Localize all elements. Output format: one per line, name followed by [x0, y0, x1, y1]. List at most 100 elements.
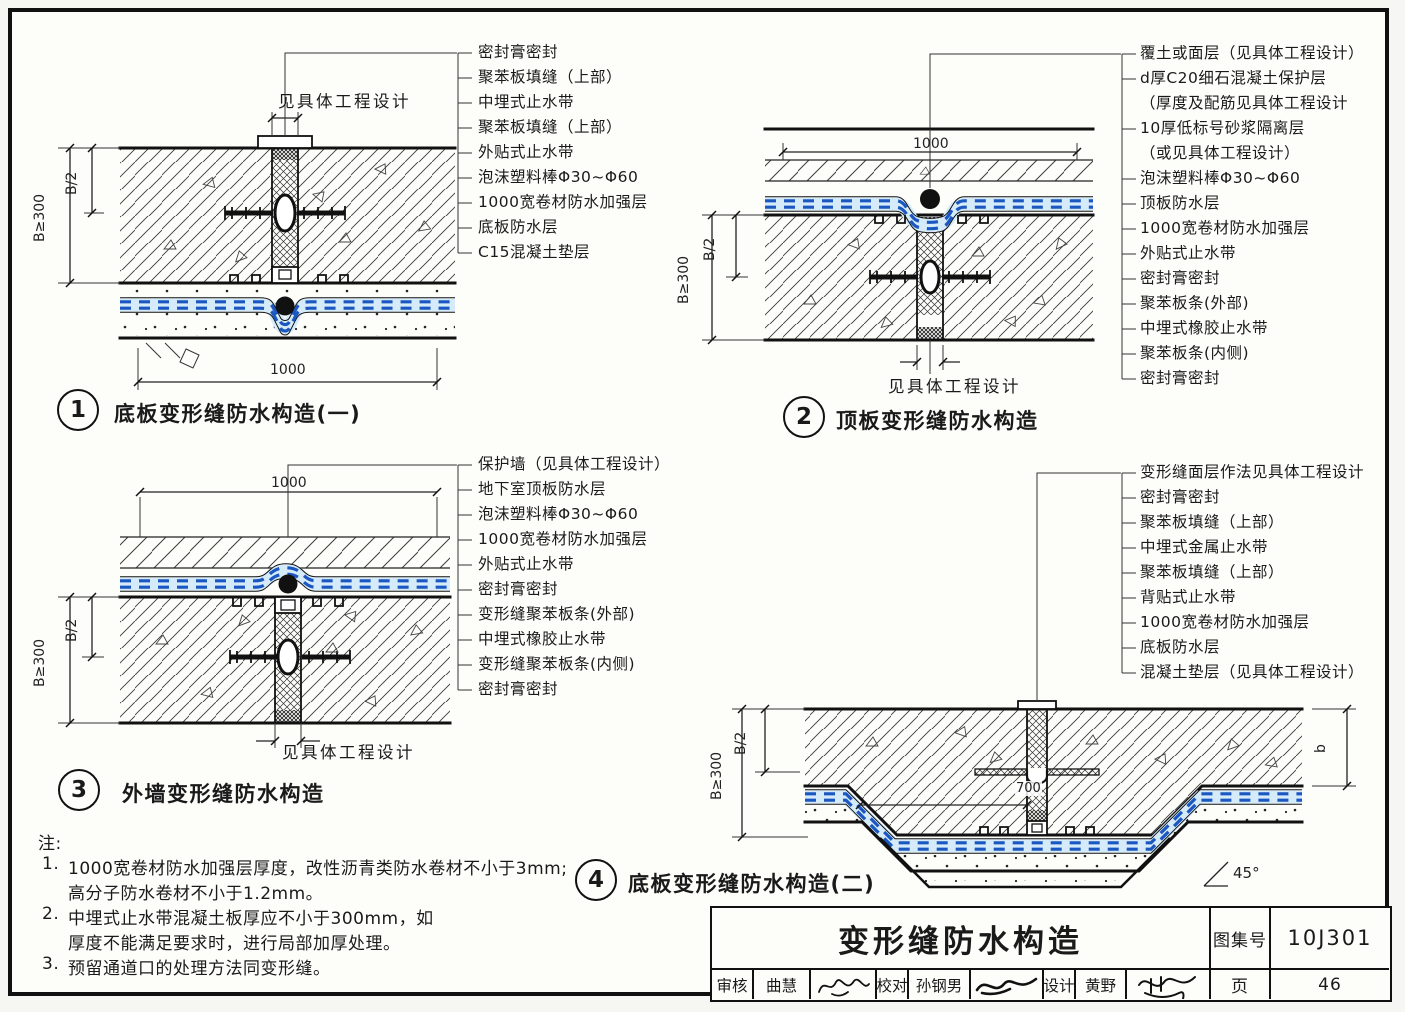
see-design-label: 见具体工程设计 [282, 743, 415, 762]
callout-label: 泡沫塑料棒Φ30~Φ60 [1140, 169, 1301, 187]
callout-label: 密封膏密封 [478, 43, 559, 61]
atlas-number-label: 图集号 [1209, 908, 1269, 968]
detail-3-callouts: 保护墙（见具体工程设计） 地下室顶板防水层 泡沫塑料棒Φ30~Φ60 1000宽… [478, 452, 670, 702]
callout-label: 密封膏密封 [1140, 369, 1221, 387]
note-number: 3. [42, 954, 60, 974]
callout-label: 聚苯板填缝（上部） [1140, 513, 1285, 531]
detail-1-callouts: 密封膏密封 聚苯板填缝（上部） 中埋式止水带 聚苯板填缝（上部） 外贴式止水带 … [478, 40, 647, 265]
see-design-label: 见具体工程设计 [888, 377, 1021, 396]
callout-label: 覆土或面层（见具体工程设计） [1140, 44, 1365, 62]
callout-label: 底板防水层 [1140, 638, 1221, 656]
note-text: 中埋式止水带混凝土板厚应不小于300mm，如 [68, 909, 434, 929]
detail-4-number: 4 [575, 859, 617, 901]
detail-number-text: 1 [69, 397, 86, 423]
callout-label: d厚C20细石混凝土保护层 [1140, 69, 1327, 87]
atlas-number: 10J301 [1269, 908, 1389, 968]
checker-signature [969, 968, 1042, 999]
callout-label: 聚苯板填缝（上部） [1140, 563, 1285, 581]
dim-b2-label: B/2 [733, 731, 749, 755]
callout-label: 背贴式止水带 [1140, 588, 1237, 606]
dim-1000-label: 1000 [913, 136, 949, 152]
note-text: 厚度不能满足要求时，进行局部加厚处理。 [68, 934, 401, 954]
callout-label: （或见具体工程设计） [1140, 144, 1301, 162]
detail-2-number: 2 [783, 396, 825, 438]
callout-label: 外贴式止水带 [478, 555, 575, 573]
detail-3-number: 3 [58, 769, 100, 811]
page-number: 46 [1269, 968, 1389, 999]
callout-label: 中埋式金属止水带 [1140, 538, 1269, 556]
callout-label: 保护墙（见具体工程设计） [478, 455, 671, 473]
detail-number-text: 2 [795, 404, 812, 430]
callout-label: 密封膏密封 [1140, 488, 1221, 506]
callout-label: 聚苯板填缝（上部） [478, 118, 623, 136]
detail-number-text: 3 [70, 777, 87, 803]
callout-label: 1000宽卷材防水加强层 [478, 193, 648, 211]
callout-label: 泡沫塑料棒Φ30~Φ60 [478, 505, 639, 523]
callout-label: 外贴式止水带 [478, 143, 575, 161]
callout-label: 密封膏密封 [478, 580, 559, 598]
callout-label: 1000宽卷材防水加强层 [1140, 613, 1310, 631]
callout-label: 外贴式止水带 [1140, 244, 1237, 262]
detail-2-title: 顶板变形缝防水构造 [836, 409, 1039, 433]
detail-3-title: 外墙变形缝防水构造 [122, 782, 325, 806]
callout-label: 中埋式橡胶止水带 [478, 630, 607, 648]
callout-label: 聚苯板条(外部) [1140, 294, 1250, 312]
designer-signature [1125, 968, 1209, 999]
signature-icon [975, 977, 1037, 995]
callout-label: 1000宽卷材防水加强层 [1140, 219, 1310, 237]
designer-label: 设计 [1042, 968, 1075, 999]
callout-label: 密封膏密封 [1140, 269, 1221, 287]
callout-label: 中埋式橡胶止水带 [1140, 319, 1269, 337]
callout-label: 变形缝面层作法见具体工程设计 [1140, 463, 1365, 481]
callout-label: 1000宽卷材防水加强层 [478, 530, 648, 548]
reviewer-label: 审核 [712, 968, 752, 999]
checker-label: 校对 [875, 968, 908, 999]
reviewer-name: 曲慧 [752, 968, 809, 999]
see-design-label: 见具体工程设计 [278, 92, 411, 111]
callout-label: 变形缝聚苯板条(外部) [478, 605, 636, 623]
signature-icon [1138, 975, 1196, 999]
detail-4-title: 底板变形缝防水构造(二) [628, 872, 876, 896]
dim-1000-label: 1000 [270, 362, 306, 378]
title-block: 变形缝防水构造 图集号 10J301 审核 曲慧 校对 孙钢男 设计 黄野 页 … [710, 906, 1392, 1002]
drawing-title: 变形缝防水构造 [838, 923, 1083, 960]
callout-label: （厚度及配筋见具体工程设计 [1140, 94, 1349, 112]
callout-label: 密封膏密封 [478, 680, 559, 698]
callout-label: 10厚低标号砂浆隔离层 [1140, 119, 1305, 137]
dim-b300-label: B≥300 [32, 638, 48, 687]
dim-700-label: 700 [1015, 781, 1042, 796]
callout-label: 泡沫塑料棒Φ30~Φ60 [478, 168, 639, 186]
detail-4-callouts: 变形缝面层作法见具体工程设计 密封膏密封 聚苯板填缝（上部） 中埋式金属止水带 … [1140, 460, 1364, 685]
dim-b2-label: B/2 [64, 618, 80, 642]
callout-label: 聚苯板条(内侧) [1140, 344, 1250, 362]
notes-heading: 注: [38, 834, 62, 854]
dim-b2-label: B/2 [64, 171, 80, 195]
note-number: 1. [42, 854, 60, 874]
dim-b2-label: B/2 [702, 237, 718, 261]
callout-label: 顶板防水层 [1140, 194, 1221, 212]
angle-45-label: 45° [1233, 864, 1260, 882]
designer-name: 黄野 [1074, 968, 1125, 999]
callout-label: C15混凝土垫层 [478, 243, 591, 261]
detail-1-number: 1 [57, 389, 99, 431]
reviewer-signature [809, 968, 875, 999]
dim-b300-label: B≥300 [676, 255, 692, 304]
detail-2-callouts: 覆土或面层（见具体工程设计） d厚C20细石混凝土保护层 （厚度及配筋见具体工程… [1140, 41, 1364, 391]
dim-b-label: b [1313, 744, 1329, 753]
note-text: 高分子防水卷材不小于1.2mm。 [68, 884, 324, 904]
callout-label: 中埋式止水带 [478, 93, 575, 111]
dim-b300-label: B≥300 [32, 193, 48, 242]
callout-label: 底板防水层 [478, 218, 559, 236]
callout-label: 聚苯板填缝（上部） [478, 68, 623, 86]
dim-b300-label: B≥300 [709, 751, 725, 800]
checker-name: 孙钢男 [907, 968, 969, 999]
note-text: 1000宽卷材防水加强层厚度，改性沥青类防水卷材不小于3mm; [68, 859, 568, 879]
callout-label: 变形缝聚苯板条(内侧) [478, 655, 636, 673]
signature-icon [818, 978, 870, 996]
callout-label: 地下室顶板防水层 [478, 480, 607, 498]
callout-label: 混凝土垫层（见具体工程设计） [1140, 663, 1365, 681]
note-number: 2. [42, 904, 60, 924]
detail-number-text: 4 [587, 867, 604, 893]
note-text: 预留通道口的处理方法同变形缝。 [68, 959, 331, 979]
